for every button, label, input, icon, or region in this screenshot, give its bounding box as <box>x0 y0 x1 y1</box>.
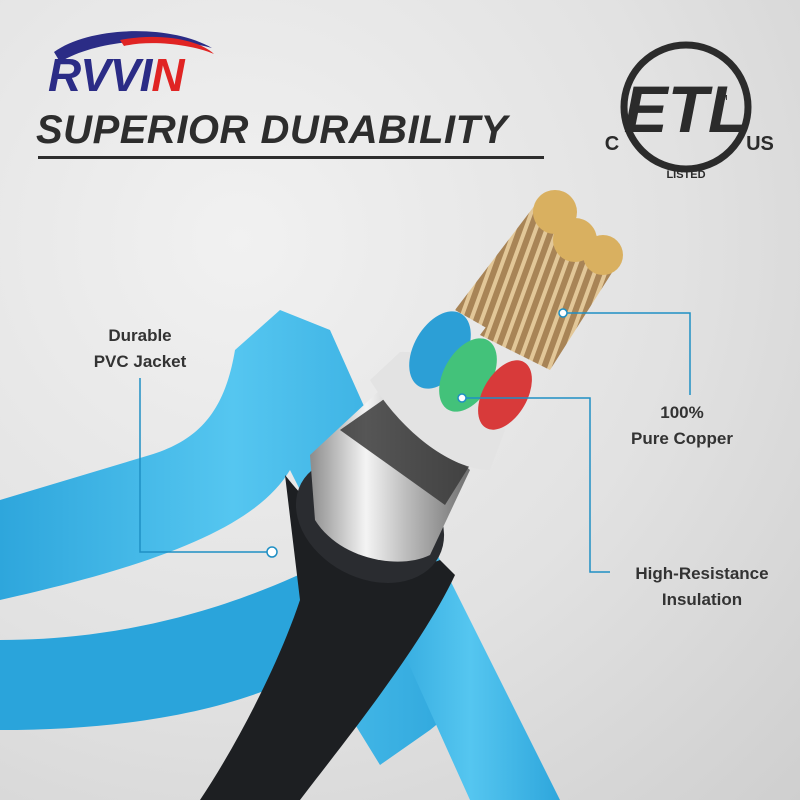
callout-line-2: PVC Jacket <box>93 352 187 371</box>
callout-line-2: Pure Copper <box>630 429 734 448</box>
callout-lines <box>139 308 691 573</box>
etl-mark-text: ETL <box>624 72 749 146</box>
callout-pvc-jacket: Durable PVC Jacket <box>60 323 220 375</box>
callout-copper: 100% Pure Copper <box>612 400 752 452</box>
sleeve-band <box>340 395 470 505</box>
etl-left-letter: C <box>605 133 619 155</box>
callout-line-2: Insulation <box>661 590 743 609</box>
callout-line-1: 100% <box>660 403 704 422</box>
title-underline <box>38 156 544 159</box>
etl-listed-icon: ETL C US LISTED CM <box>605 41 774 181</box>
brand-logo: RVVIN <box>48 48 185 102</box>
etl-right-letters: US <box>746 133 774 155</box>
logo-swoosh-icon <box>54 31 214 62</box>
callout-insulation: High-Resistance Insulation <box>612 561 792 613</box>
etl-bottom-text: LISTED <box>666 169 705 181</box>
etl-superscript: CM <box>717 95 728 102</box>
black-jacket <box>200 475 455 800</box>
logo-main-text: RVVI <box>48 49 152 101</box>
conductors <box>409 190 623 430</box>
page-title: SUPERIOR DURABILITY <box>36 108 508 152</box>
logo-end-text: N <box>151 49 184 101</box>
callout-line-1: High-Resistance <box>635 564 769 583</box>
callout-line-1: Durable <box>108 326 172 345</box>
